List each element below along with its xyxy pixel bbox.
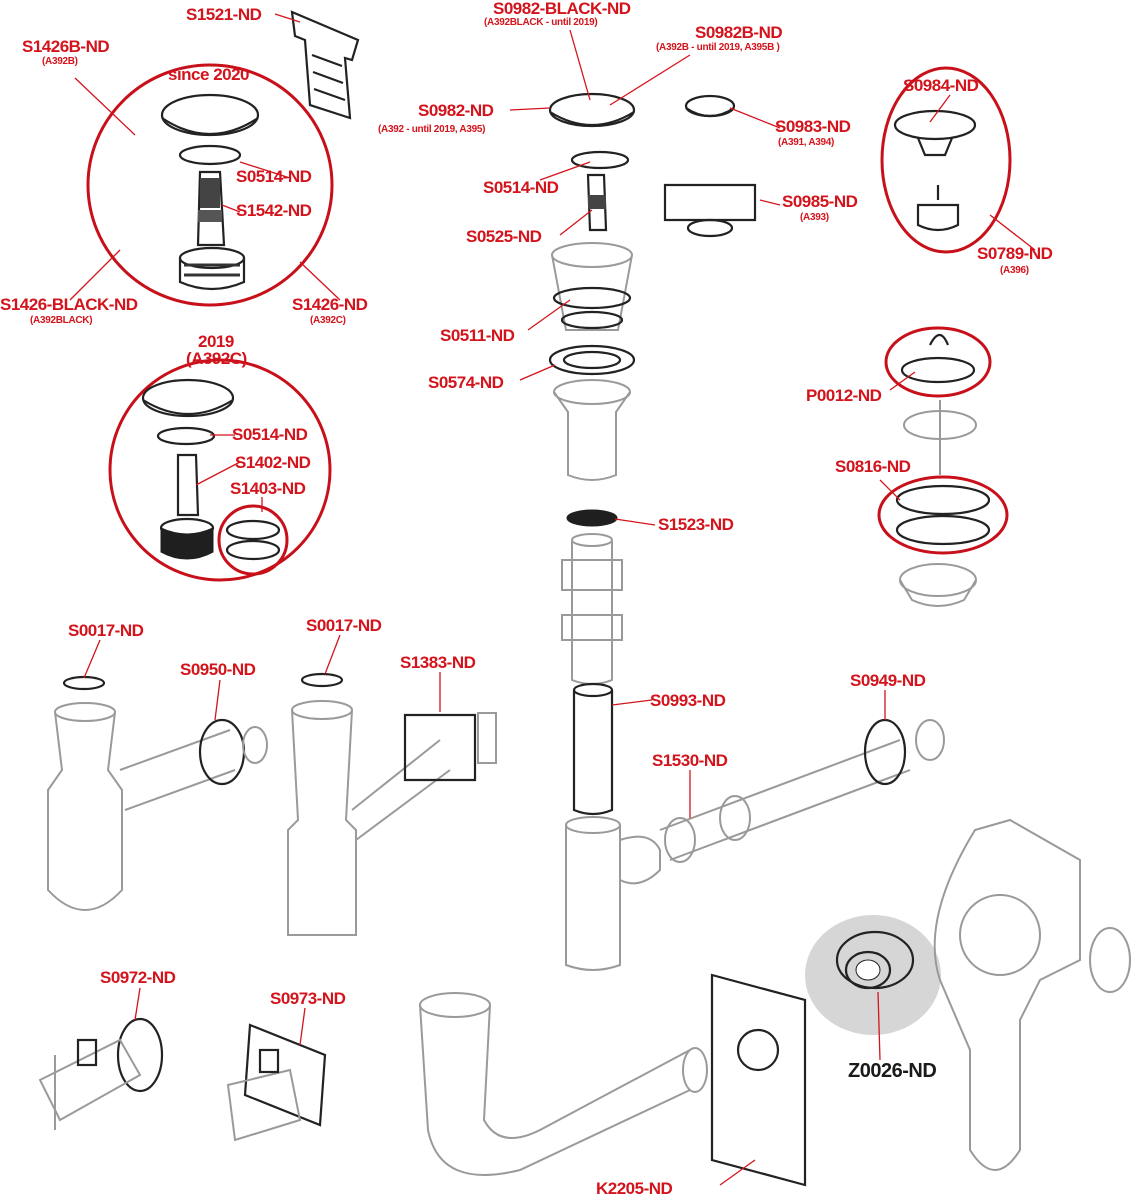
label-s0017-a: S0017-ND [68, 621, 144, 640]
since-2020-parts [160, 93, 260, 291]
label-s0816: S0816-ND [835, 457, 911, 476]
right-trap [933, 818, 1131, 1171]
label-s0514-b: S0514-ND [483, 178, 559, 197]
leader-lines [69, 13, 1036, 1186]
p0012-circle [884, 326, 992, 398]
bottle-trap-1 [47, 675, 268, 911]
label-s0514-c: S0514-ND [232, 425, 308, 444]
label-a392c: (A392C) [186, 349, 247, 368]
label-s0950: S0950-ND [180, 660, 256, 679]
label-s0985-sub: (A393) [800, 212, 829, 223]
label-s0017-b: S0017-ND [306, 616, 382, 635]
label-s0983: S0983-ND [775, 117, 851, 136]
label-s1426-black: S1426-BLACK-ND [0, 295, 138, 314]
label-s0982b: S0982B-ND [695, 23, 783, 42]
label-s0982-sub: (A392 - until 2019, A395) [378, 124, 486, 135]
label-k2205: K2205-ND [596, 1179, 673, 1198]
bottle-trap-2 [287, 672, 497, 936]
k2205-plate [710, 973, 807, 1187]
label-year-2019: 2019 [198, 332, 234, 351]
lower-pipe [419, 992, 708, 1176]
z0026-part [835, 930, 915, 990]
label-s1426: S1426-ND [292, 295, 368, 314]
label-s0949: S0949-ND [850, 671, 926, 690]
label-s0973: S0973-ND [270, 989, 346, 1008]
group-circle-since-2020 [86, 63, 334, 307]
label-s1530: S1530-ND [652, 751, 728, 770]
label-p0012: P0012-ND [806, 386, 882, 405]
label-s0983-sub: (A391, A394) [778, 137, 835, 148]
label-s1402: S1402-ND [235, 453, 311, 472]
label-s1383: S1383-ND [400, 653, 476, 672]
valve-s0973 [226, 1023, 327, 1142]
valve-s0972 [38, 1017, 164, 1130]
label-s1426b-sub: (A392B) [42, 56, 78, 67]
group-circle-2019 [108, 358, 332, 582]
label-s1426-sub: (A392C) [310, 315, 346, 326]
label-s1426-black-sub: (A392BLACK) [30, 315, 93, 326]
s1403-highlight-circle [217, 504, 289, 576]
s1521-part [290, 10, 360, 120]
label-s0982-black-sub: (A392BLACK - until 2019) [484, 17, 598, 28]
label-s0982: S0982-ND [418, 101, 494, 120]
label-s0525: S0525-ND [466, 227, 542, 246]
center-column-parts [548, 92, 945, 971]
label-s0985: S0985-ND [782, 192, 858, 211]
label-z0026: Z0026-ND [848, 1060, 937, 1082]
label-s0982-black: S0982-BLACK-ND [493, 0, 631, 18]
label-s0574: S0574-ND [428, 373, 504, 392]
label-s0984: S0984-ND [903, 76, 979, 95]
label-s1523: S1523-ND [658, 515, 734, 534]
label-s0789: S0789-ND [977, 244, 1053, 263]
label-s0993: S0993-ND [650, 691, 726, 710]
s0984-s0789-circle [880, 66, 1012, 254]
label-s0511: S0511-ND [440, 326, 515, 345]
label-s0789-sub: (A396) [1000, 265, 1029, 276]
2019-parts [141, 378, 281, 561]
label-s0982b-sub: (A392B - until 2019, A395B ) [656, 42, 780, 53]
label-s0972: S0972-ND [100, 968, 176, 987]
label-s1521: S1521-ND [186, 5, 262, 24]
label-s1542: S1542-ND [236, 201, 312, 220]
s0816-circle [877, 475, 1009, 555]
label-since-2020: since 2020 [168, 65, 250, 84]
right-top-parts [663, 94, 991, 607]
label-s0514-a: S0514-ND [236, 167, 312, 186]
label-s1403: S1403-ND [230, 479, 306, 498]
label-s1426b: S1426B-ND [22, 37, 110, 56]
